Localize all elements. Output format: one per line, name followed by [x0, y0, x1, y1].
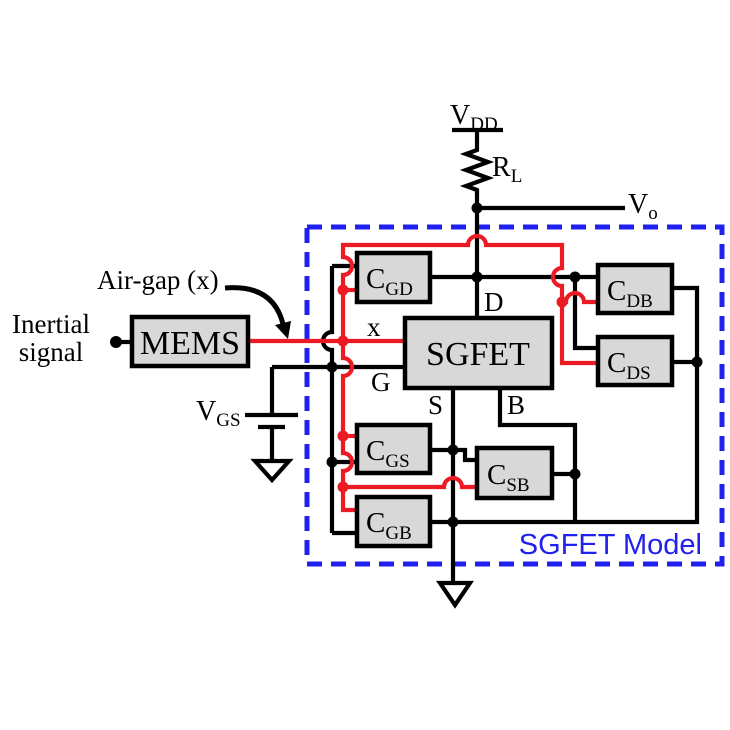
- input-terminal-dot: [110, 336, 122, 348]
- drain-to-cds-wire: [572, 277, 598, 351]
- x-junction-dot: [337, 284, 349, 296]
- terminal-d-label: D: [484, 287, 504, 317]
- terminal-b-label: B: [507, 390, 525, 420]
- mems-label: MEMS: [140, 325, 240, 362]
- junction-dot: [569, 468, 581, 480]
- csb-box: [474, 445, 555, 501]
- inertial-signal-label-line1: Inertial: [12, 309, 90, 339]
- junction-dot: [471, 271, 483, 283]
- csb-left-wire: [453, 447, 477, 463]
- x-to-csb-wire: [343, 475, 477, 490]
- cgs-label: CGS: [366, 435, 410, 472]
- inertial-signal-label-line2: signal: [19, 337, 84, 367]
- junction-dot: [447, 516, 459, 528]
- cgb-capacitor: CGB: [354, 494, 433, 549]
- terminal-s-label: S: [428, 390, 443, 420]
- mems-block: MEMS: [129, 314, 251, 369]
- vo-label: Vo: [628, 189, 658, 224]
- sgfet-box: [402, 315, 555, 391]
- gate-bus: [320, 266, 335, 533]
- sgfet-model-label: SGFET Model: [519, 529, 702, 561]
- resistor-rl: [459, 146, 495, 194]
- cdb-label: CDB: [607, 275, 653, 312]
- mems-box: [129, 314, 251, 369]
- x-junction-dot: [337, 430, 349, 442]
- x-wire-bus: [340, 233, 598, 513]
- junction-dot: [471, 202, 483, 214]
- cds-box: [595, 334, 675, 388]
- ground-symbol-vgs: [250, 458, 294, 484]
- junction-dot: [326, 361, 338, 373]
- cds-capacitor: CDS: [595, 334, 675, 388]
- vgs-label: VGS: [196, 396, 241, 431]
- airgap-arrow: [224, 285, 286, 325]
- x-to-cdb-wire: [562, 290, 598, 305]
- junction-dot: [691, 356, 703, 368]
- cgd-box: [354, 250, 433, 305]
- csb-label: CSB: [487, 459, 530, 496]
- junction-dot: [569, 271, 581, 283]
- vdd-label: VDD: [450, 100, 498, 135]
- sgfet-model-border: [304, 224, 725, 567]
- cds-label: CDS: [607, 347, 651, 384]
- cgd-label: CGD: [366, 263, 413, 300]
- x-junction-dot: [337, 481, 349, 493]
- cgs-box: [354, 422, 433, 476]
- cgb-label: CGB: [366, 507, 412, 544]
- junction-dot: [326, 456, 338, 468]
- x-junction-dot: [556, 296, 568, 308]
- airgap-label: Air-gap (x): [97, 265, 219, 295]
- cgd-capacitor: CGD: [354, 250, 433, 305]
- rl-label: RL: [492, 152, 522, 187]
- cgs-capacitor: CGS: [354, 422, 433, 476]
- cdb-box: [595, 262, 675, 316]
- sgfet-block: SGFET: [402, 315, 555, 391]
- cdb-capacitor: CDB: [595, 262, 675, 316]
- terminal-x-label: x: [367, 312, 381, 342]
- terminal-g-label: G: [371, 367, 391, 397]
- cgb-box: [354, 494, 433, 549]
- x-junction-dot: [337, 335, 349, 347]
- airgap-arrowhead-icon: [275, 321, 291, 339]
- csb-capacitor: CSB: [474, 445, 555, 501]
- ground-symbol-source: [436, 580, 474, 609]
- bulk-rail: [430, 285, 700, 525]
- sgfet-label: SGFET: [426, 336, 530, 373]
- junction-dot: [447, 444, 459, 456]
